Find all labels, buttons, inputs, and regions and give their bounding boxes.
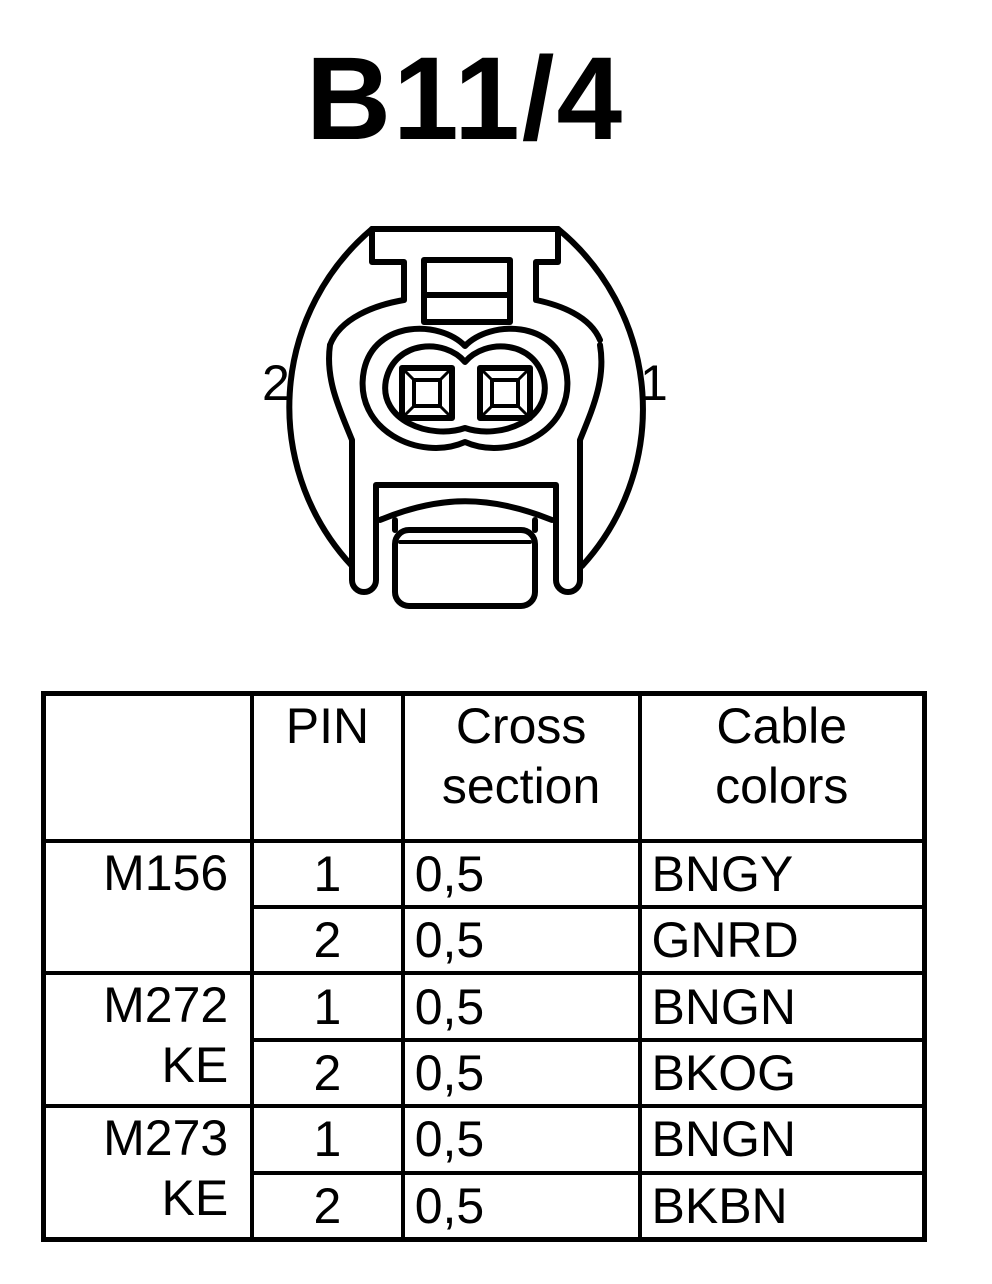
latch [377, 498, 555, 523]
header-cross-section: Cross section [400, 691, 642, 843]
cross-section-cell: 0,5 [400, 1170, 642, 1242]
table-row: 2 0,5 BKBN [44, 1170, 927, 1242]
top-tab [369, 226, 603, 343]
engine-cell: M156 [41, 838, 255, 976]
cross-section-cell: 0,5 [400, 1037, 642, 1109]
cross-section-cell: 0,5 [400, 971, 642, 1042]
cable-color-cell: BNGN [637, 1104, 927, 1175]
table-row: M156 1 0,5 BNGY [41, 838, 927, 976]
cross-section-cell: 0,5 [400, 1104, 642, 1175]
pin-cavity-inner [382, 343, 548, 435]
pin-1-label: 1 [640, 355, 668, 411]
housing-outline [286, 226, 375, 569]
table-row: 2 0,5 BKOG [44, 1037, 927, 1109]
cross-section-cell: 0,5 [400, 838, 642, 909]
pin-cavity-outer [359, 325, 571, 451]
table-row: 2 0,5 GNRD [44, 904, 927, 976]
table-row: M273 KE 1 0,5 BNGN [41, 1104, 927, 1242]
pin-cell: 1 [250, 838, 405, 909]
header-engine [41, 691, 255, 843]
connector-title: B11/4 [305, 33, 625, 165]
engine-cell: M272 KE [41, 971, 255, 1109]
cable-color-cell: BKOG [637, 1037, 927, 1109]
pin-assignment-table: PIN Cross section Cable colors M156 1 0,… [41, 691, 927, 1242]
table-header-row: PIN Cross section Cable colors [41, 691, 927, 843]
engine-cell: M273 KE [41, 1104, 255, 1242]
cross-section-cell: 0,5 [400, 904, 642, 976]
pin-cell: 2 [250, 1037, 405, 1109]
pin-cell: 1 [250, 1104, 405, 1175]
housing-outline-right [555, 226, 646, 569]
cable-color-cell: BKBN [637, 1170, 927, 1242]
connector-face-drawing: 2 1 [262, 226, 668, 609]
cable-color-cell: GNRD [637, 904, 927, 976]
pin-1-contact [477, 365, 533, 421]
cable-color-cell: BNGN [637, 971, 927, 1042]
inner-body [326, 342, 605, 595]
header-cable-colors: Cable colors [637, 691, 927, 843]
header-pin: PIN [250, 691, 405, 843]
table-row: M272 KE 1 0,5 BNGN [41, 971, 927, 1109]
pin-2-contact [399, 365, 455, 421]
pin-cell: 2 [250, 904, 405, 976]
key-slot [421, 257, 513, 325]
pin-cell: 1 [250, 971, 405, 1042]
pin-2-label: 2 [262, 355, 290, 411]
cable-color-cell: BNGY [637, 838, 927, 909]
pin-cell: 2 [250, 1170, 405, 1242]
